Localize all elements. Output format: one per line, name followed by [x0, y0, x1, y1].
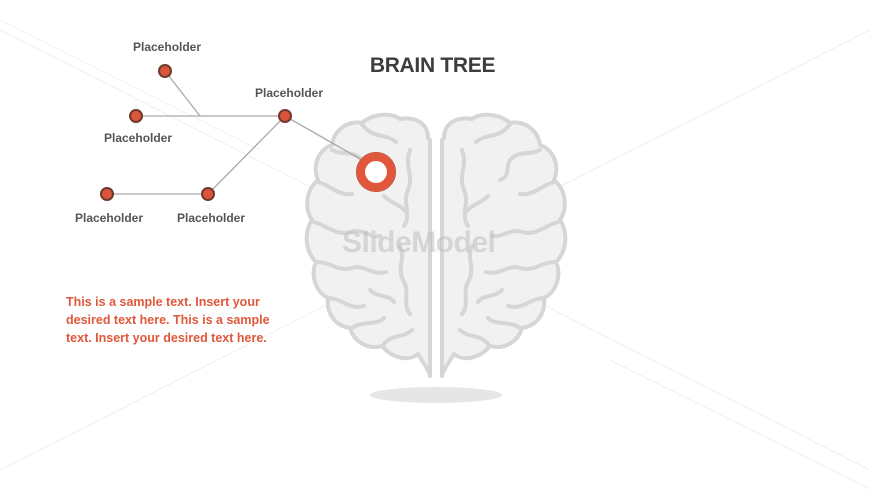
sample-text: This is a sample text. Insert your desir… [66, 295, 270, 345]
tree-node [100, 187, 114, 201]
page-title: BRAIN TREE [369, 54, 496, 77]
placeholder-label: Placeholder [75, 211, 144, 225]
tree-node [129, 109, 143, 123]
tree-nodes [100, 64, 292, 201]
tree-node [278, 109, 292, 123]
tree-node [158, 64, 172, 78]
tree-connectors [107, 70, 363, 195]
target-ring-icon [356, 152, 396, 192]
brain-icon [304, 112, 568, 378]
placeholder-label: Placeholder [255, 86, 324, 100]
placeholder-label: Placeholder [177, 211, 246, 225]
placeholder-label: Placeholder [104, 131, 173, 145]
watermark: SlideModel [342, 226, 496, 259]
brain-folds [312, 122, 560, 346]
placeholder-label: Placeholder [133, 40, 202, 54]
tree-node [201, 187, 215, 201]
brain-shadow [370, 387, 502, 403]
